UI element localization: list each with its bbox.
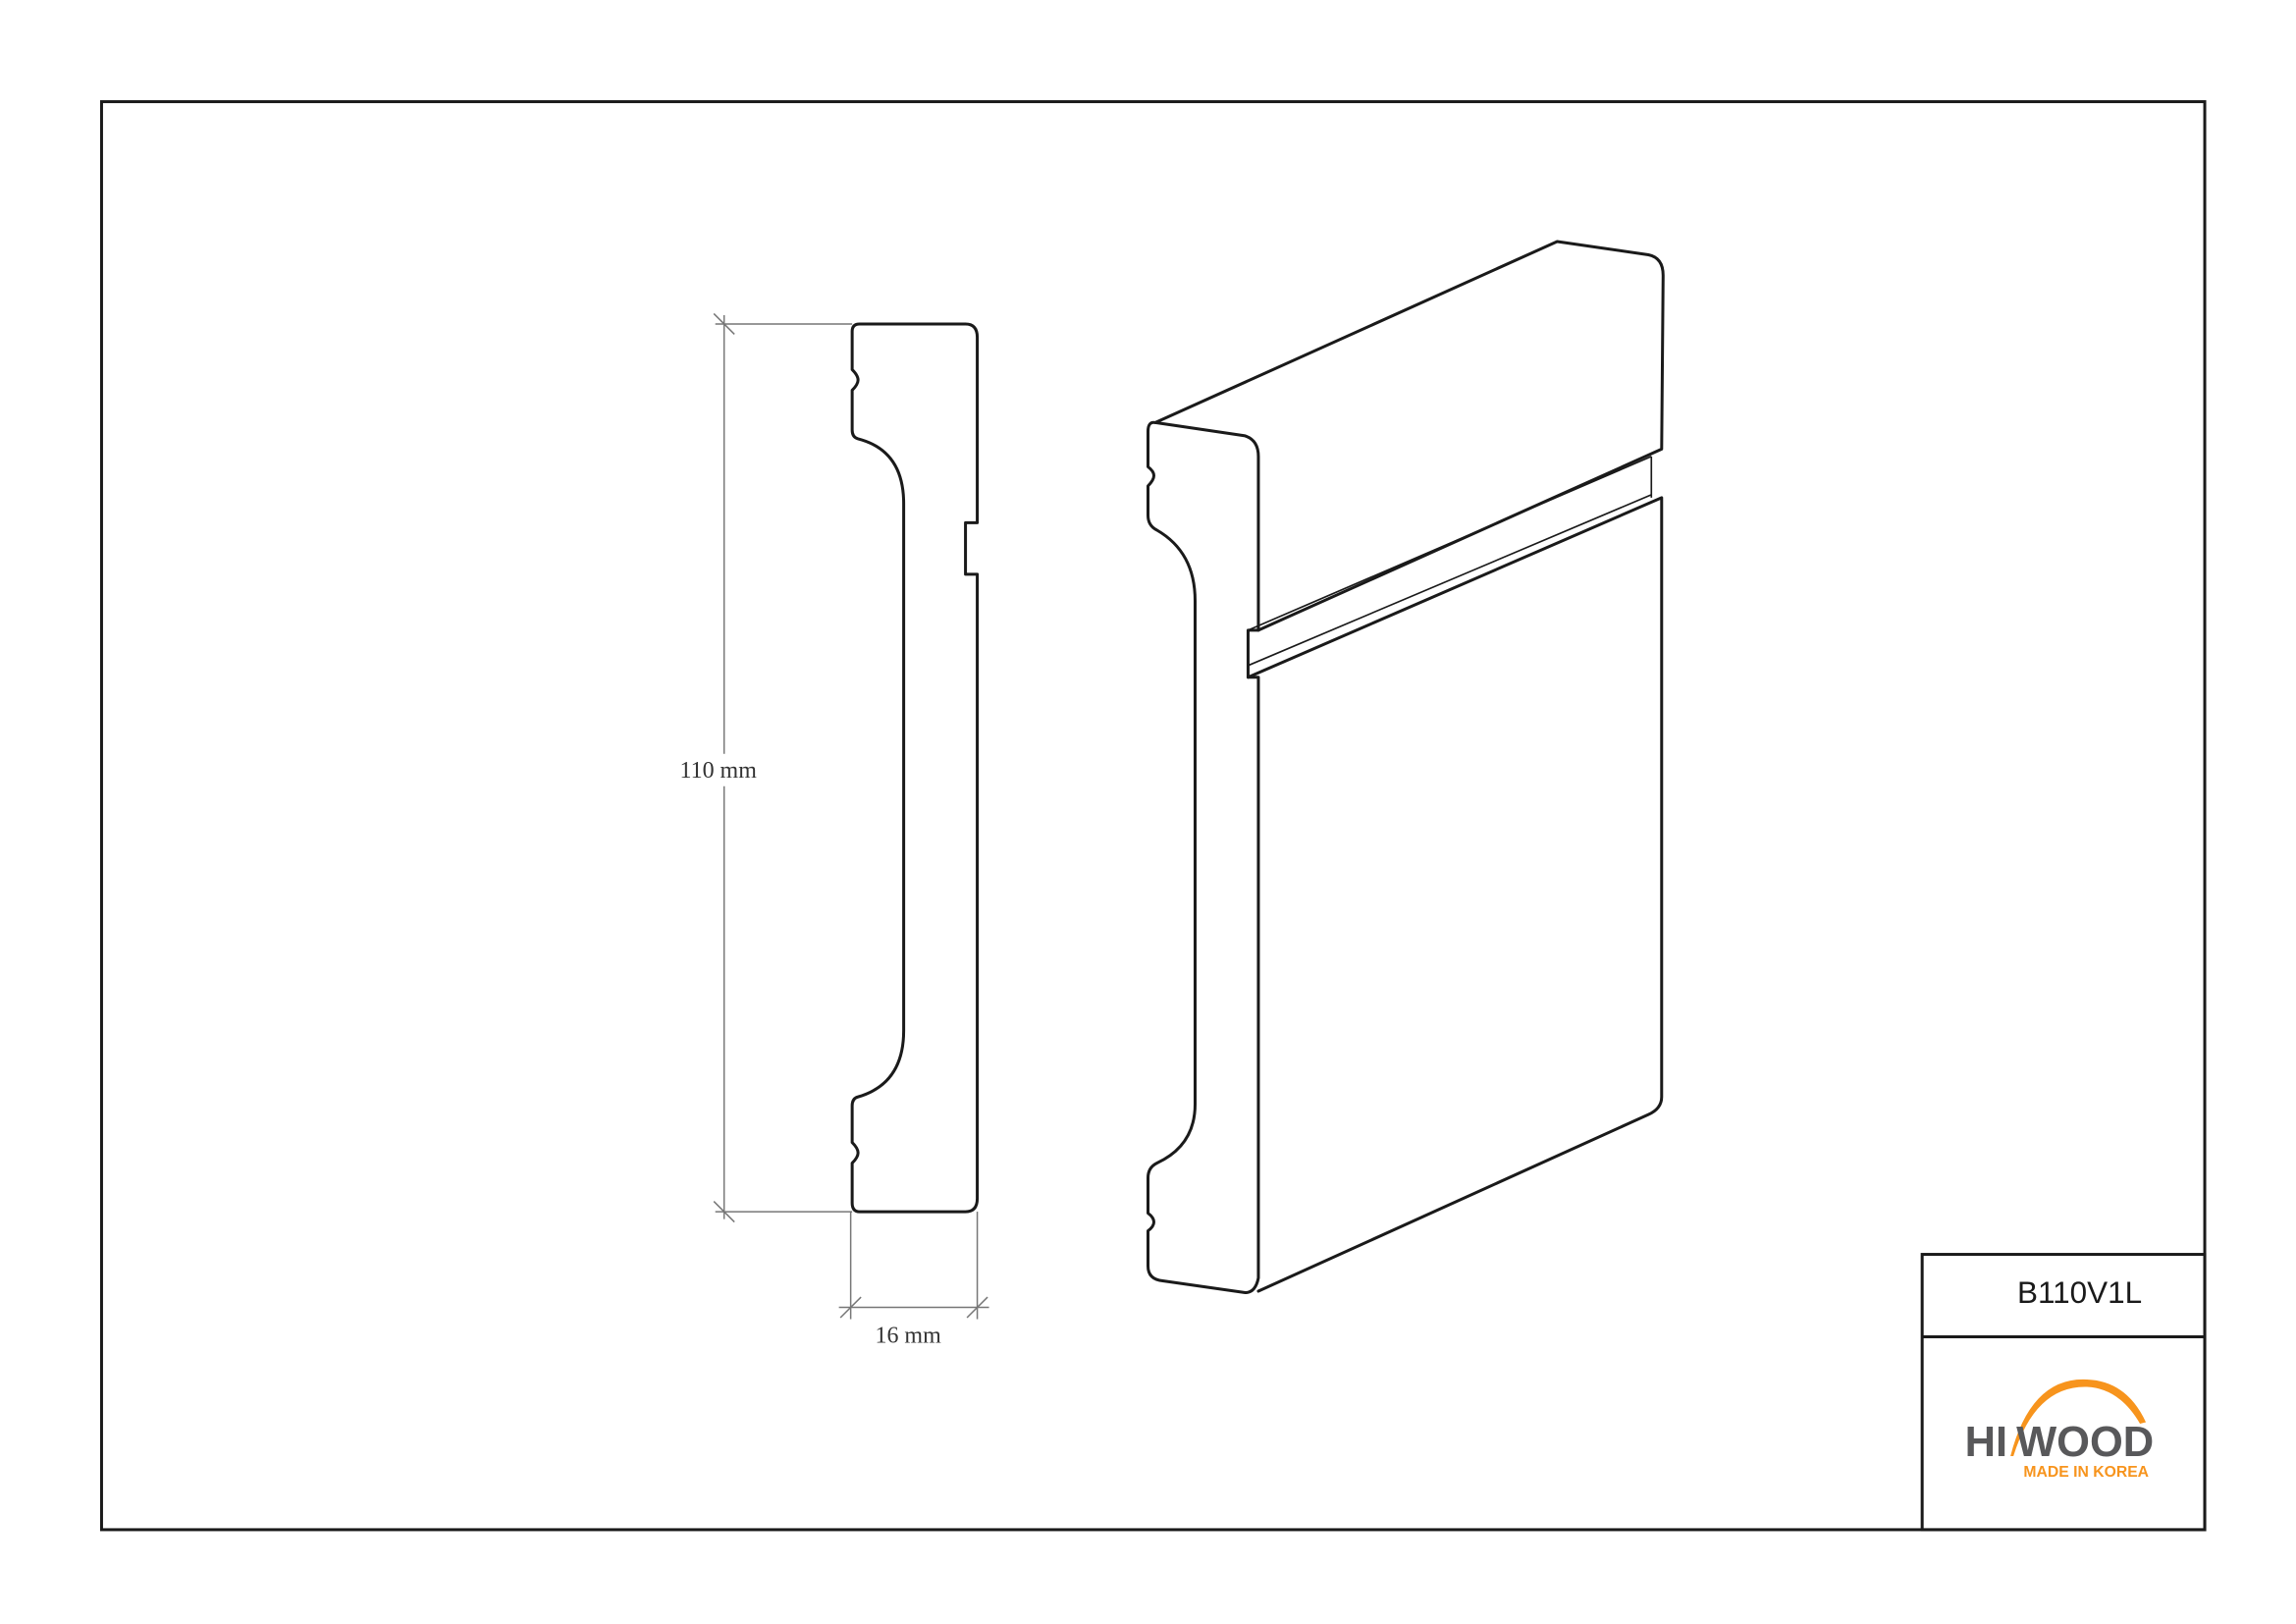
height-dimension-label: 110 mm: [680, 758, 758, 784]
hiwood-logo: HI WOOD MADE IN KOREA: [1965, 1379, 2154, 1481]
title-block: B110V1L HI WOOD MADE IN KOREA: [1920, 1253, 2207, 1532]
logo-text-hi: HI: [1965, 1419, 2007, 1466]
cross-section-profile: [850, 322, 980, 1214]
product-code: B110V1L: [2017, 1275, 2142, 1310]
drawing-border: [99, 100, 2207, 1532]
isometric-view: [1147, 240, 1665, 1295]
logo-text-wood: WOOD: [2016, 1419, 2154, 1466]
width-dimension: 16 mm: [838, 1212, 989, 1349]
width-dimension-label: 16 mm: [875, 1324, 941, 1349]
logo-arc-icon: [2010, 1379, 2147, 1456]
logo-tagline: MADE IN KOREA: [2023, 1464, 2149, 1481]
height-dimension: 110 mm: [669, 312, 853, 1223]
